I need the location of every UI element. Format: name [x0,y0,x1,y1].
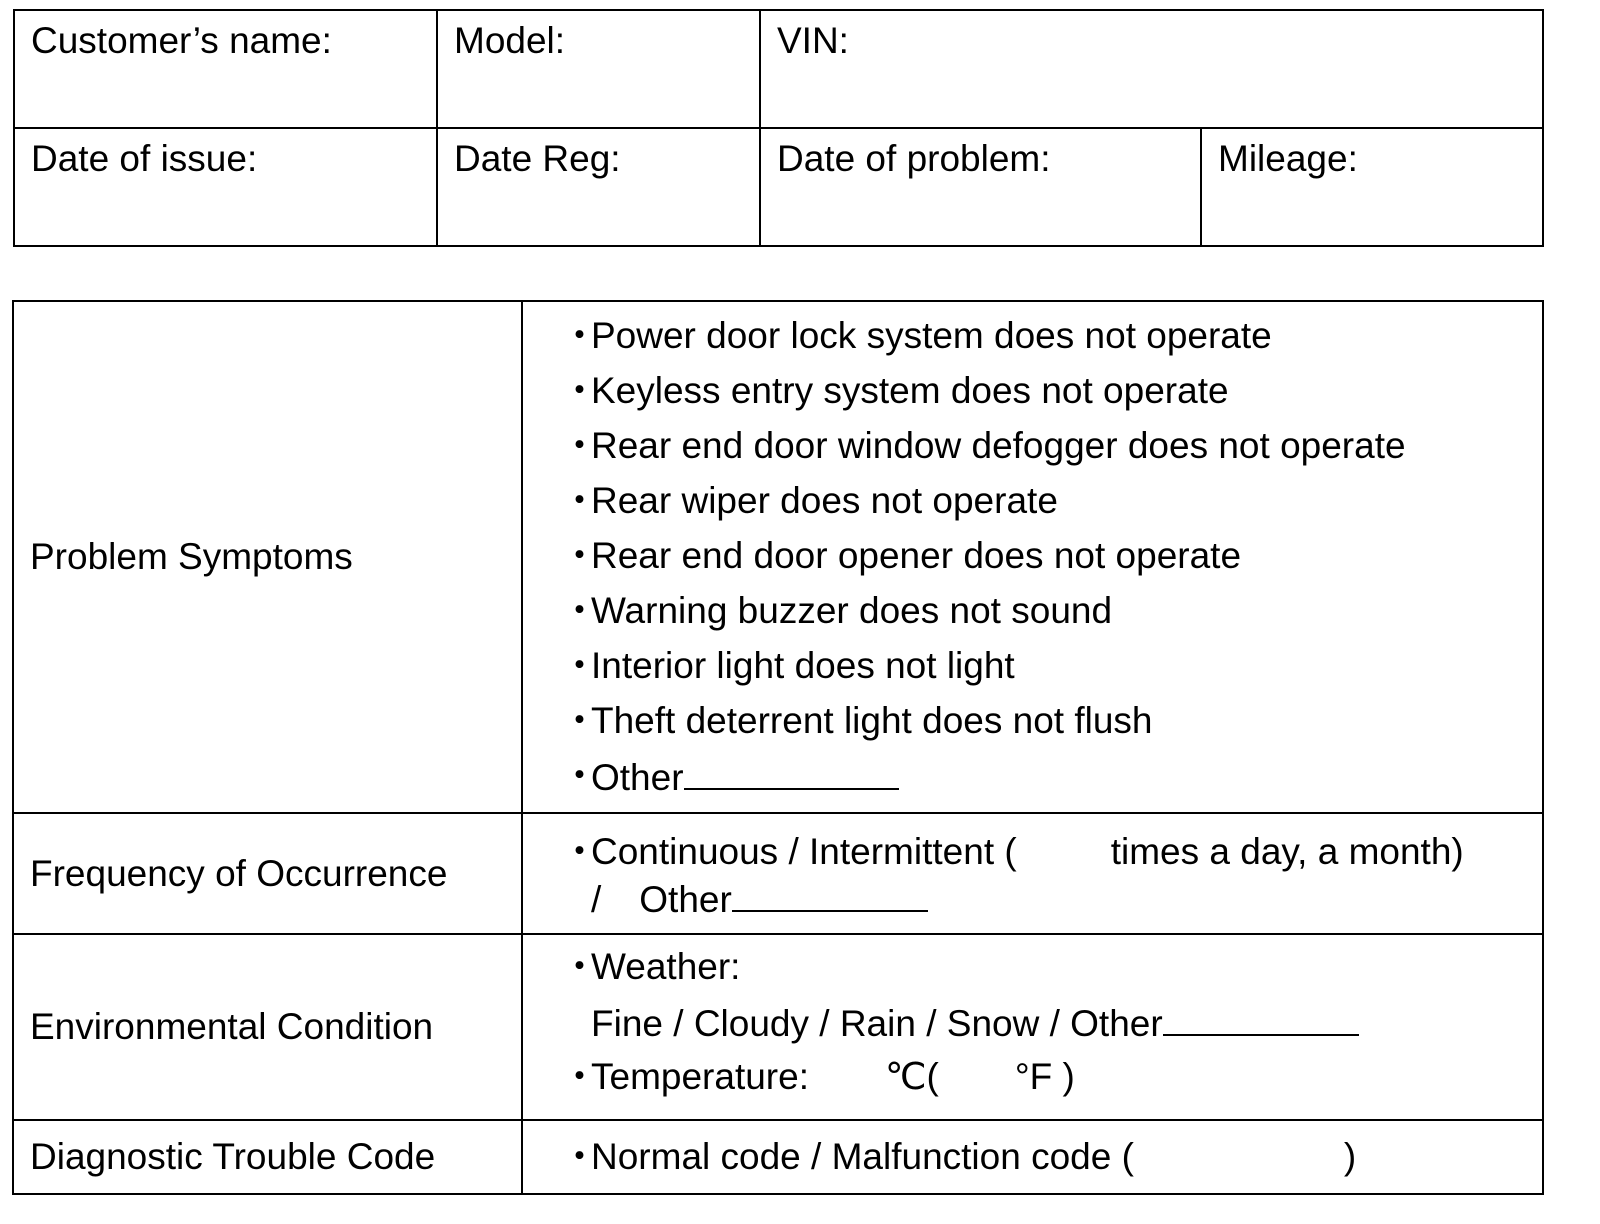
frequency-label: Frequency of Occurrence [12,812,523,935]
bullet-icon: ・ [561,755,598,796]
symptom-item[interactable]: ・Rear end door opener does not operate [561,534,1542,589]
bullet-icon: ・ [561,315,598,356]
symptom-item[interactable]: ・Theft deterrent light does not flush [561,699,1542,754]
symptom-text: Rear wiper does not operate [591,480,1058,521]
bullet-icon: ・ [561,480,598,521]
problem-symptoms-row: Problem Symptoms ・Power door lock system… [12,300,1544,814]
weather-other-blank[interactable] [1162,1000,1359,1036]
date-of-problem-label: Date of problem: [777,138,1051,179]
bullet-icon: ・ [561,946,598,987]
vin-field[interactable]: VIN: [759,9,1544,129]
dtc-content: ・Normal code / Malfunction code () [521,1119,1544,1195]
temperature-line[interactable]: ・Temperature: ℃( °F ) [561,1055,1542,1099]
problem-symptoms-content: ・Power door lock system does not operate… [521,300,1544,814]
frequency-slash: / [591,879,602,920]
vin-label: VIN: [777,20,849,61]
symptom-text: Keyless entry system does not operate [591,370,1229,411]
mileage-field[interactable]: Mileage: [1200,127,1544,247]
celsius-unit: ℃( [885,1056,939,1097]
dtc-text: Normal code / Malfunction code ( [591,1136,1134,1177]
frequency-other-label: Other [639,879,732,920]
bullet-icon: ・ [561,831,598,872]
symptom-text: Rear end door window defogger does not o… [591,425,1406,466]
customer-info-row-2: Date of issue: Date Reg: Date of problem… [13,127,1544,247]
dtc-close: ) [1343,1136,1357,1177]
symptom-item[interactable]: ・Warning buzzer does not sound [561,589,1542,644]
symptom-item[interactable]: ・Keyless entry system does not operate [561,369,1542,424]
symptom-item[interactable]: ・Rear wiper does not operate [561,479,1542,534]
bullet-icon: ・ [561,1056,598,1097]
environment-content: ・Weather: Fine / Cloudy / Rain / Snow / … [521,933,1544,1121]
bullet-icon: ・ [561,425,598,466]
date-of-issue-field[interactable]: Date of issue: [13,127,438,247]
symptom-item[interactable]: ・Power door lock system does not operate [561,314,1542,369]
dtc-line[interactable]: ・Normal code / Malfunction code () [561,1135,1542,1179]
model-label: Model: [454,20,566,61]
frequency-line[interactable]: ・Continuous / Intermittent ( times a day,… [561,830,1542,876]
weather-options-text: Fine / Cloudy / Rain / Snow / Other [591,1003,1163,1044]
weather-options-line[interactable]: Fine / Cloudy / Rain / Snow / Other [561,1000,1542,1055]
model-field[interactable]: Model: [436,9,761,129]
mileage-label: Mileage: [1218,138,1358,179]
date-reg-label: Date Reg: [454,138,621,179]
customers-name-label: Customer’s name: [31,20,332,61]
bullet-icon: ・ [561,1136,598,1177]
bullet-icon: ・ [561,645,598,686]
environment-label: Environmental Condition [12,933,523,1121]
symptom-text: Interior light does not light [591,645,1015,686]
bullet-icon: ・ [561,370,598,411]
symptom-other-label: Other [591,757,684,798]
customer-info-table: Customer’s name: Model: VIN: Date of iss… [13,9,1544,247]
symptom-item[interactable]: ・Interior light does not light [561,644,1542,699]
customers-name-field[interactable]: Customer’s name: [13,9,438,129]
frequency-times-text: times a day, a month) [1110,831,1464,872]
dtc-label: Diagnostic Trouble Code [12,1119,523,1195]
symptom-text: Warning buzzer does not sound [591,590,1113,631]
fahrenheit-unit: °F ) [1014,1056,1075,1097]
dtc-row: Diagnostic Trouble Code ・Normal code / M… [12,1119,1544,1195]
frequency-content: ・Continuous / Intermittent ( times a day,… [521,812,1544,935]
symptom-text: Theft deterrent light does not flush [591,700,1153,741]
frequency-other-blank[interactable] [731,876,928,912]
bullet-icon: ・ [561,590,598,631]
symptom-item-other[interactable]: ・Other [561,754,1542,798]
symptom-other-blank[interactable] [683,754,899,790]
frequency-continuous-text: Continuous / Intermittent ( [591,831,1017,872]
bullet-icon: ・ [561,700,598,741]
temperature-label: Temperature: [591,1056,809,1097]
environment-row: Environmental Condition ・Weather: Fine /… [12,933,1544,1121]
date-of-issue-label: Date of issue: [31,138,258,179]
date-of-problem-field[interactable]: Date of problem: [759,127,1202,247]
symptom-text: Rear end door opener does not operate [591,535,1242,576]
weather-label: Weather: [591,946,741,987]
symptom-list: ・Power door lock system does not operate… [561,314,1542,798]
symptom-item[interactable]: ・Rear end door window defogger does not … [561,424,1542,479]
frequency-row: Frequency of Occurrence ・Continuous / In… [12,812,1544,935]
symptom-text: Power door lock system does not operate [591,315,1272,356]
problem-symptoms-label: Problem Symptoms [12,300,523,814]
bullet-icon: ・ [561,535,598,576]
customer-info-row-1: Customer’s name: Model: VIN: [13,9,1544,129]
problem-details-table: Problem Symptoms ・Power door lock system… [12,300,1544,1195]
date-reg-field[interactable]: Date Reg: [436,127,761,247]
frequency-other-line[interactable]: / Other [561,876,1542,922]
weather-line: ・Weather: [561,945,1542,1000]
